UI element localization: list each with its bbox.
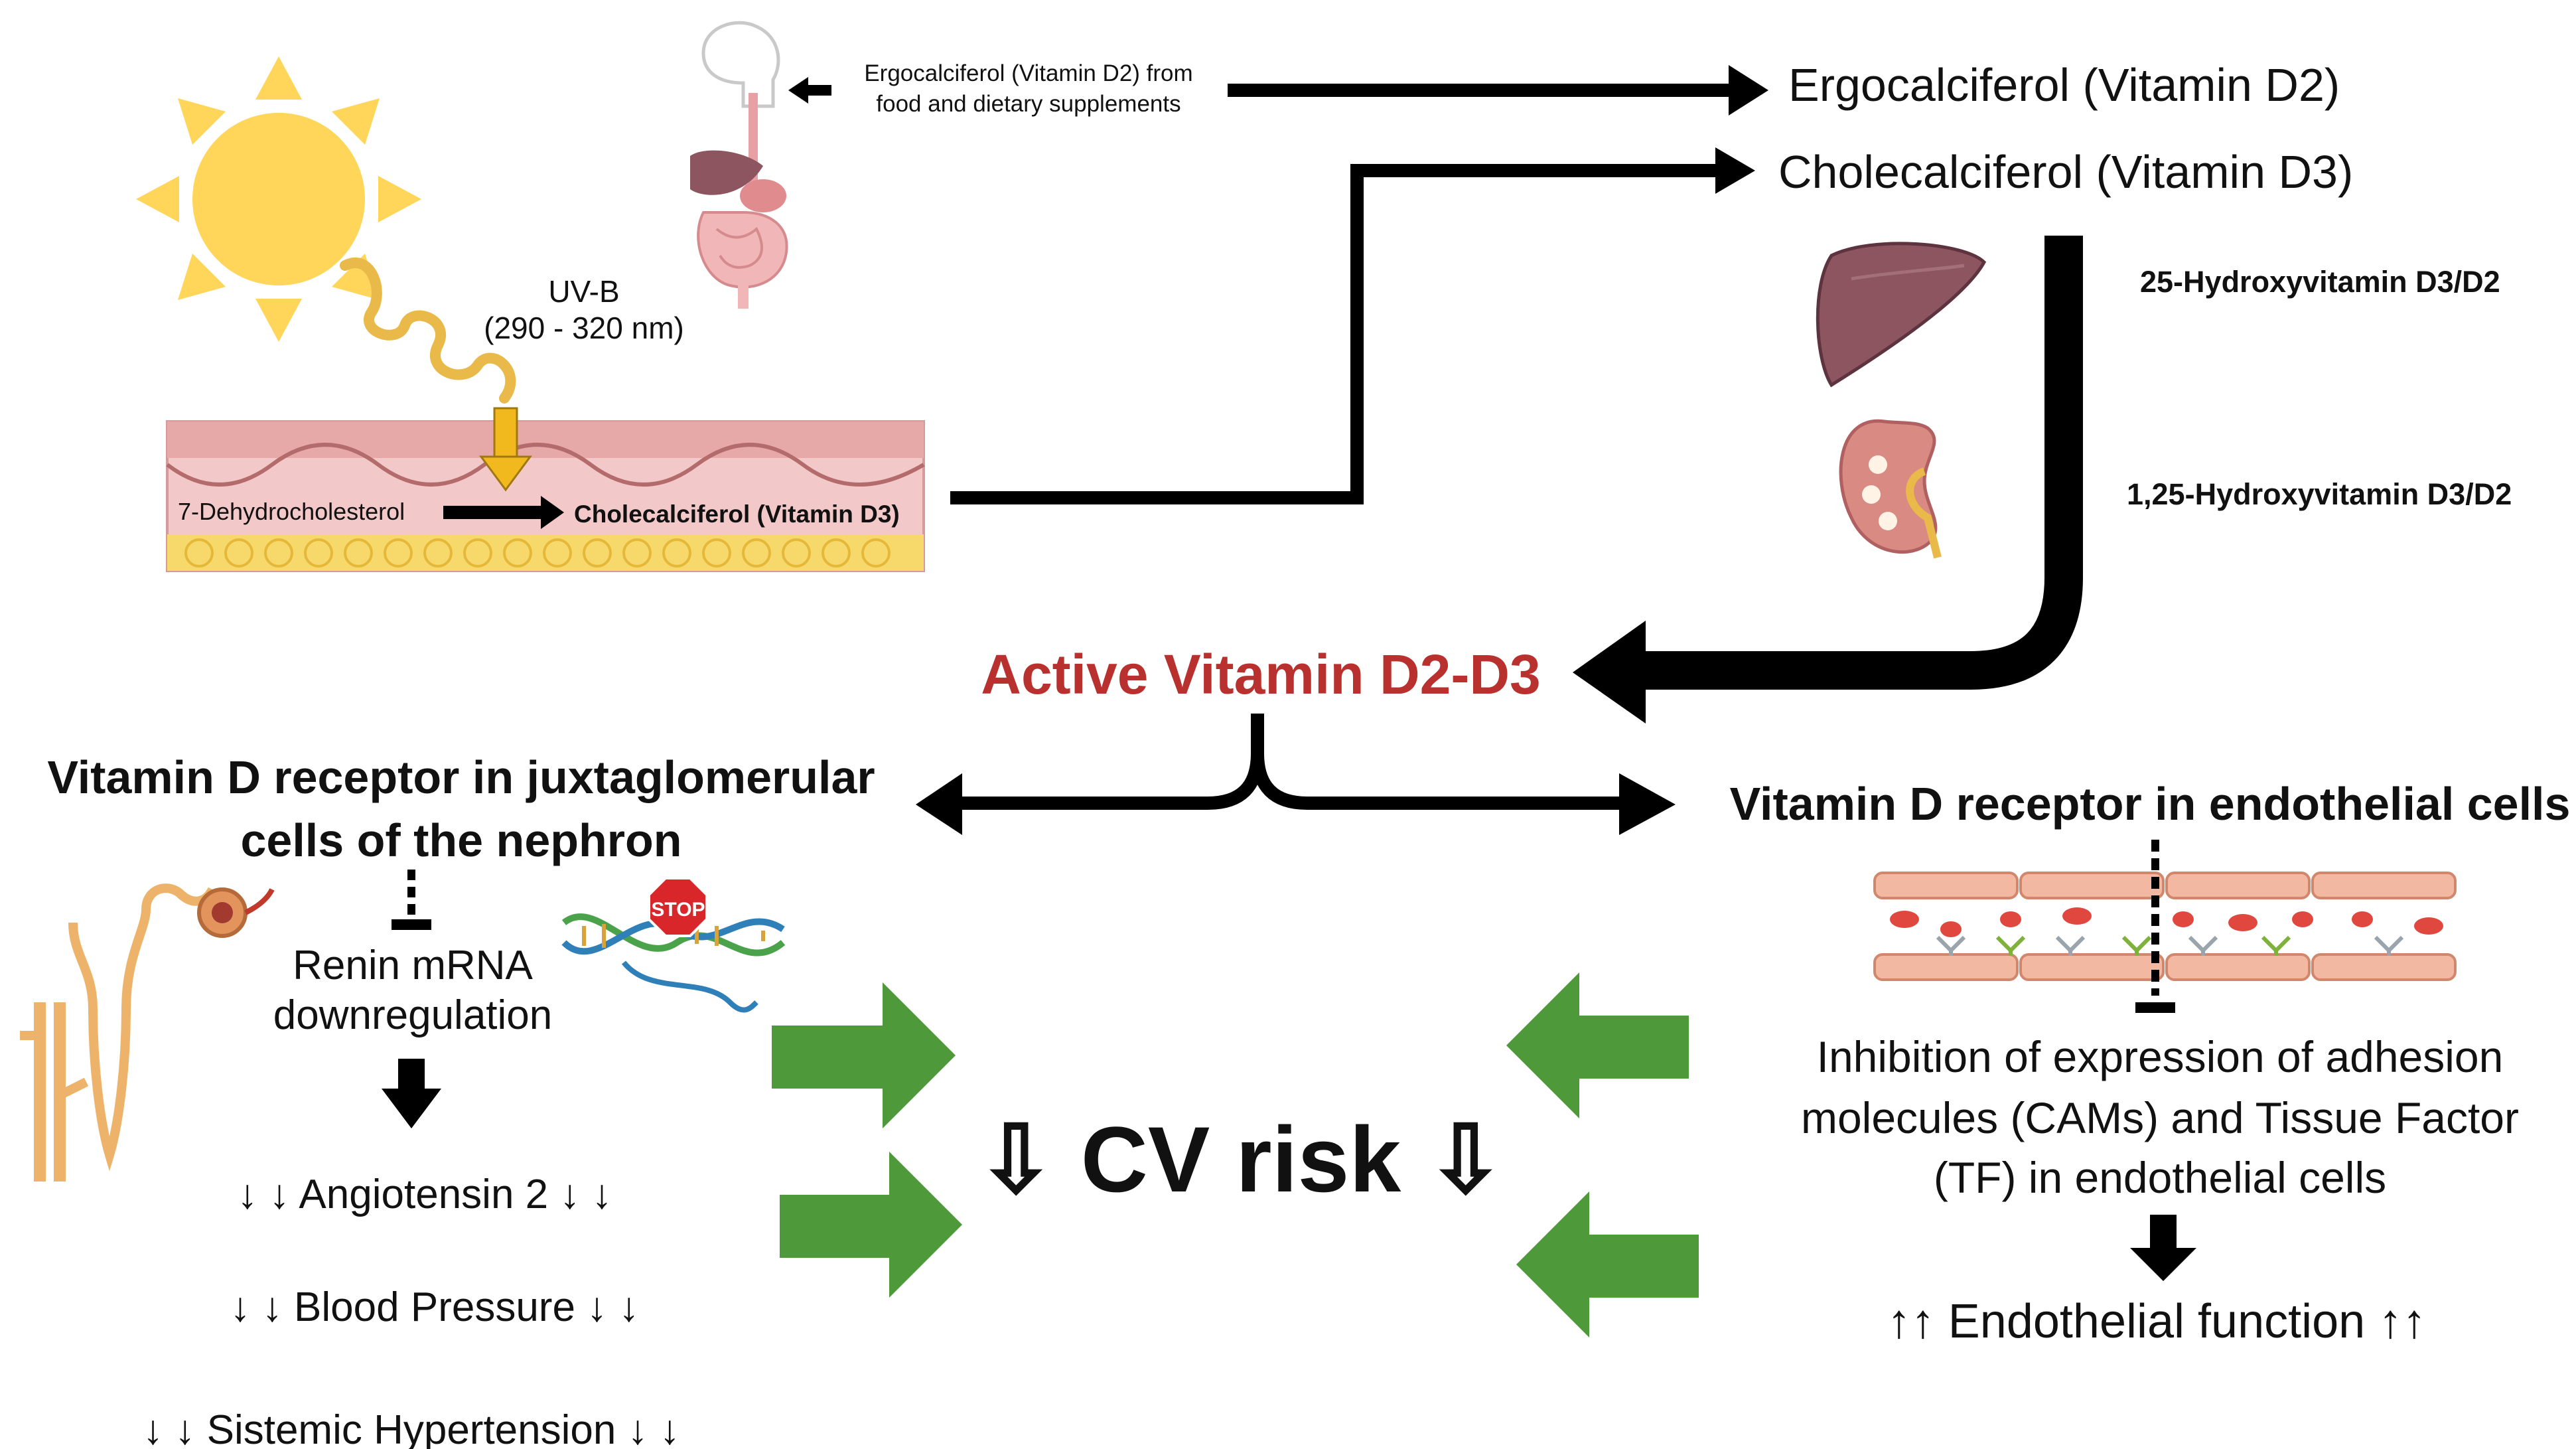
renin-line2: downregulation [273, 992, 553, 1038]
blood-vessel-icon [1873, 840, 2457, 1013]
inhibition-line1: Inhibition of expression of adhesion [1817, 1032, 2504, 1081]
skin-conversion-arrow [443, 496, 564, 529]
renin-line1: Renin mRNA [293, 943, 533, 988]
liver-step-label: 25-Hydroxyvitamin D3/D2 [2140, 265, 2500, 299]
inhibition-line3: (TF) in endothelial cells [1934, 1153, 2386, 1202]
inhibition-line2: molecules (CAMs) and Tissue Factor [1801, 1093, 2519, 1142]
blood-pressure-label: ↓ ↓ Blood Pressure ↓ ↓ [230, 1284, 640, 1330]
green-arrow-right-bottom [1516, 1191, 1699, 1337]
food-source-arrow [788, 77, 831, 104]
kidney-icon [1839, 419, 1942, 559]
vitamin-d3-label: Cholecalciferol (Vitamin D3) [1778, 146, 2353, 198]
angiotensin-label: ↓ ↓ Angiotensin 2 ↓ ↓ [237, 1172, 612, 1217]
uv-arrow [479, 407, 532, 492]
digestive-system-icon [690, 21, 788, 309]
green-arrows [772, 972, 1699, 1337]
green-arrow-left-bottom [780, 1152, 962, 1298]
uvb-label-line2: (290 - 320 nm) [484, 311, 684, 345]
left-heading-line2: cells of the nephron [240, 814, 681, 866]
renin-down-arrow [382, 1059, 441, 1128]
stop-sign-text: STOP [651, 899, 705, 921]
right-heading: Vitamin D receptor in endothelial cells [1730, 778, 2571, 830]
liver-icon [1816, 242, 1987, 388]
uv-wave-icon [340, 258, 516, 404]
cv-risk-outcome: ⇩ CV risk ⇩ [977, 1107, 1505, 1211]
hypertension-label: ↓ ↓ Sistemic Hypertension ↓ ↓ [143, 1407, 680, 1449]
skin-product: Cholecalciferol (Vitamin D3) [574, 500, 900, 528]
arrow-to-d3 [950, 147, 1755, 504]
uvb-label-line1: UV-B [548, 274, 619, 309]
kidney-step-label: 1,25-Hydroxyvitamin D3/D2 [2127, 477, 2512, 511]
renin-inhibition [392, 870, 431, 930]
food-source-line1: Ergocalciferol (Vitamin D2) from [864, 60, 1192, 86]
endothelial-function-label: ↑↑ Endothelial function ↑↑ [1887, 1295, 2426, 1348]
stop-sign-icon: STOP [648, 877, 708, 937]
left-heading-line1: Vitamin D receptor in juxtaglomerular [47, 751, 875, 803]
active-vitamin-d: Active Vitamin D2-D3 [981, 643, 1540, 706]
green-arrow-right-top [1506, 972, 1689, 1118]
skin-precursor: 7-Dehydrocholesterol [178, 498, 405, 525]
food-source-line2: food and dietary supplements [876, 91, 1181, 117]
branch-brace [916, 714, 1676, 835]
vitamin-d2-label: Ergocalciferol (Vitamin D2) [1788, 59, 2340, 111]
activation-arrow [1573, 236, 2083, 724]
green-arrow-left-top [772, 982, 956, 1128]
nephron-icon [20, 883, 275, 1182]
skin-layer-icon [166, 420, 925, 572]
endothelial-down-arrow [2130, 1215, 2196, 1281]
arrow-to-d2 [1228, 65, 1768, 115]
